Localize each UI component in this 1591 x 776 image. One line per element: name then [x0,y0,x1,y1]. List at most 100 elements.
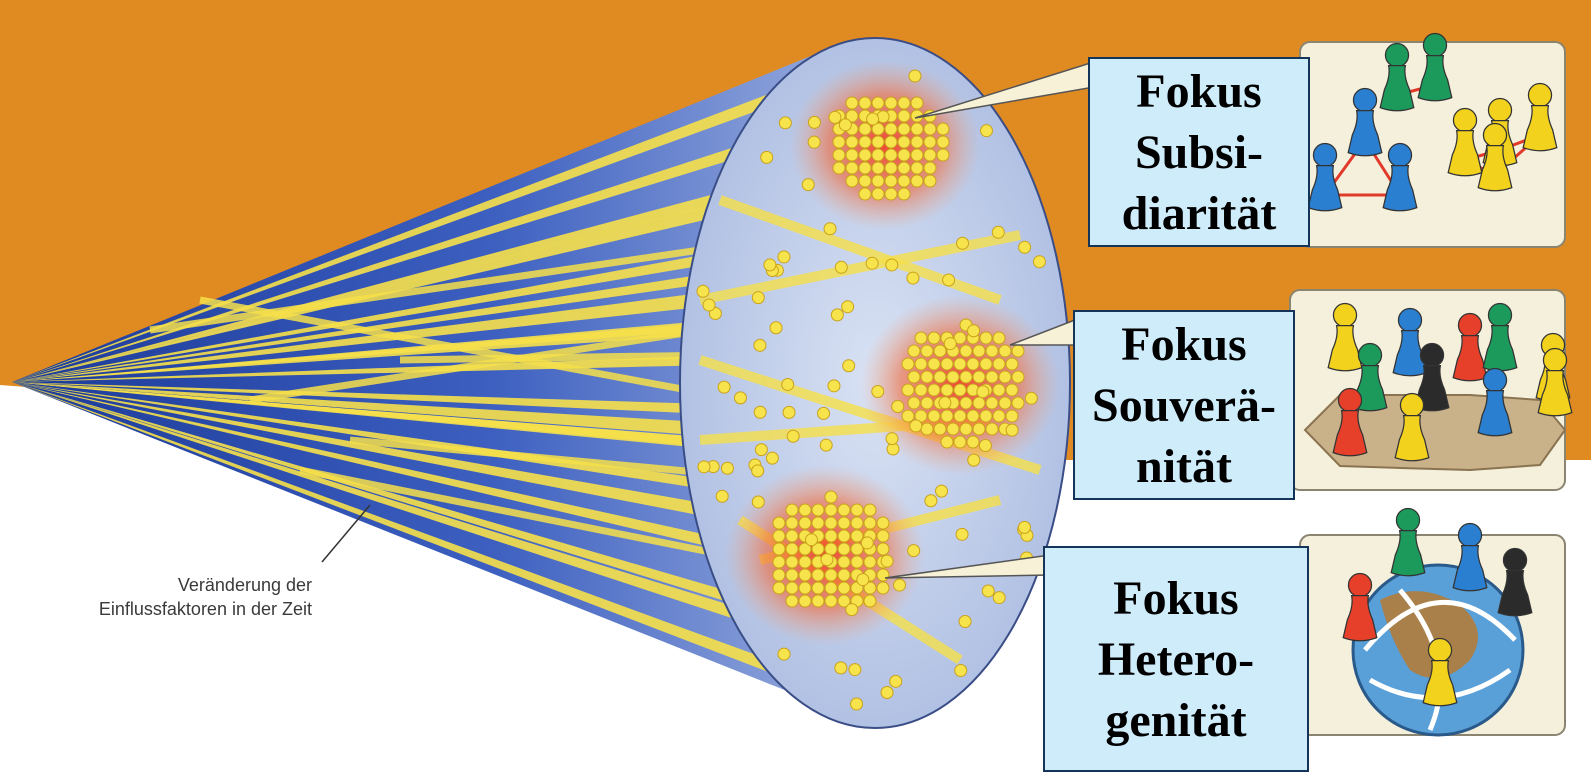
particle-dot [835,662,847,674]
label-subsidiarity-line-1: Fokus [1090,61,1308,122]
particle-dot [908,545,920,557]
particle-dot [915,332,927,344]
particle-dot [838,569,850,581]
particle-dot [786,595,798,607]
particle-dot [954,410,966,422]
particle-dot [921,371,933,383]
particle-dot [716,490,728,502]
particle-dot [864,595,876,607]
particle-dot [697,285,709,297]
particle-dot [982,585,994,597]
particle-dot [812,569,824,581]
particle-dot [968,325,980,337]
particle-dot [890,675,902,687]
particle-dot [877,517,889,529]
particle-dot [818,407,830,419]
particle-dot [981,125,993,137]
particle-dot [833,162,845,174]
particle-dot [703,299,715,311]
particle-dot [941,358,953,370]
annotation-line-1: Veränderung der [30,573,312,597]
particle-dot [885,97,897,109]
particle-dot [846,136,858,148]
particle-dot [1012,397,1024,409]
particle-dot [1018,521,1030,533]
particle-dot [885,136,897,148]
particle-dot [778,251,790,263]
particle-dot [967,436,979,448]
particle-dot [885,162,897,174]
particle-dot [821,554,833,566]
particle-dot [960,371,972,383]
particle-dot [872,162,884,174]
particle-dot [864,504,876,516]
particle-dot [973,345,985,357]
particle-dot [782,378,794,390]
particle-dot [825,595,837,607]
particle-dot [698,461,710,473]
particle-dot [943,274,955,286]
particle-dot [864,556,876,568]
particle-dot [959,615,971,627]
particle-dot [877,569,889,581]
particle-dot [936,485,948,497]
particle-dot [944,338,956,350]
particle-dot [924,175,936,187]
particle-dot [754,406,766,418]
particle-dot [909,70,921,82]
particle-dot [833,136,845,148]
particle-dot [721,462,733,474]
particle-dot [770,322,782,334]
particle-dot [954,358,966,370]
particle-dot [1012,371,1024,383]
particle-dot [947,423,959,435]
particle-dot [851,504,863,516]
particle-dot [846,162,858,174]
particle-dot [872,136,884,148]
particle-dot [812,517,824,529]
particle-dot [937,123,949,135]
particle-dot [786,517,798,529]
particle-dot [857,574,869,586]
particle-dot [999,371,1011,383]
particle-dot [851,698,863,710]
particle-dot [1025,392,1037,404]
particle-dot [838,582,850,594]
particle-dot [851,556,863,568]
particle-dot [968,454,980,466]
particle-dot [915,358,927,370]
particle-dot [986,397,998,409]
particle-dot [859,188,871,200]
particle-dot [921,423,933,435]
particle-dot [915,384,927,396]
particle-dot [928,332,940,344]
particle-dot [980,358,992,370]
particle-dot [752,292,764,304]
particle-dot [960,345,972,357]
particle-dot [828,380,840,392]
particle-dot [825,569,837,581]
particle-dot [885,123,897,135]
particle-dot [752,496,764,508]
particle-dot [924,162,936,174]
particle-dot [898,123,910,135]
particle-dot [820,439,832,451]
label-sovereignty-line-3: nität [1075,436,1293,497]
particle-dot [787,430,799,442]
particle-dot [783,406,795,418]
particle-dot [824,223,836,235]
particle-dot [1019,241,1031,253]
particle-dot [799,569,811,581]
particle-dot [934,423,946,435]
particle-dot [808,116,820,128]
particle-dot [924,123,936,135]
label-sovereignty-line-2: Souverä- [1075,375,1293,436]
particle-dot [799,556,811,568]
particle-dot [825,504,837,516]
particle-dot [911,97,923,109]
particle-dot [973,397,985,409]
particle-dot [786,569,798,581]
particle-dot [1006,424,1018,436]
particle-dot [843,360,855,372]
particle-dot [838,556,850,568]
